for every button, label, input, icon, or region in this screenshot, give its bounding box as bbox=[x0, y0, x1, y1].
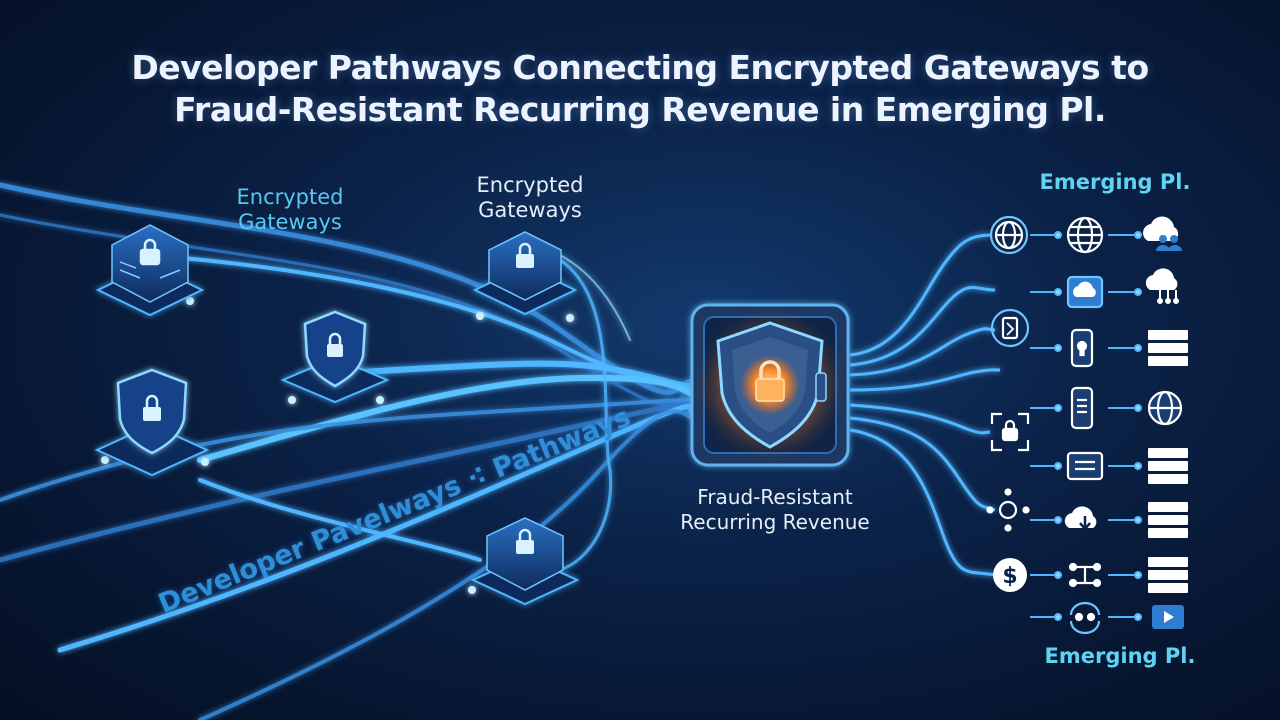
right-col2 bbox=[1064, 216, 1183, 635]
branch-line bbox=[849, 327, 996, 377]
phone-icon bbox=[1070, 386, 1094, 430]
connector-row bbox=[1030, 404, 1142, 412]
server-stack-icon bbox=[1148, 330, 1188, 366]
title-line-1: Developer Pathways Connecting Encrypted … bbox=[131, 48, 1149, 87]
network-icon bbox=[1068, 562, 1102, 588]
pathway-line bbox=[558, 258, 613, 572]
globe-icon bbox=[1147, 390, 1183, 426]
gateway-node-1 bbox=[95, 224, 205, 317]
hub-shield bbox=[690, 303, 850, 467]
branch-line bbox=[849, 368, 1001, 392]
document-icon bbox=[990, 308, 1030, 348]
emerging-label-bottom: Emerging Pl. bbox=[1044, 644, 1196, 668]
gateway-label-left: Encrypted Gateways bbox=[210, 185, 370, 235]
server-stack-icon bbox=[1148, 448, 1188, 484]
glow-dot bbox=[476, 312, 484, 320]
gateway-node-4 bbox=[472, 231, 578, 316]
connector-row bbox=[1030, 231, 1142, 239]
globe-icon bbox=[989, 215, 1029, 255]
gateway-node-3 bbox=[94, 368, 210, 477]
cloud-upload-icon bbox=[1066, 275, 1104, 309]
gateway-node-2 bbox=[280, 310, 390, 404]
connector-row bbox=[1030, 613, 1142, 621]
branch-line bbox=[849, 286, 996, 367]
refresh-network-icon bbox=[1069, 601, 1101, 635]
pathway-line bbox=[198, 409, 702, 720]
phone-lock-icon bbox=[1070, 328, 1094, 368]
right-col1: $ bbox=[986, 215, 1104, 592]
cloud-network-icon bbox=[1145, 268, 1179, 304]
cloud-download-icon bbox=[1064, 506, 1097, 531]
lock-scan-icon bbox=[990, 412, 1030, 452]
server-stack-icon bbox=[1148, 502, 1188, 538]
glow-dot bbox=[201, 458, 209, 466]
glow-dots bbox=[101, 297, 574, 594]
branch-lines bbox=[849, 233, 1001, 577]
gateway-label-right: Encrypted Gateways bbox=[450, 173, 610, 223]
lock-server-icon bbox=[516, 242, 534, 268]
gear-node-icon bbox=[986, 488, 1030, 532]
globe-icon bbox=[1066, 216, 1104, 254]
connector-row bbox=[1030, 288, 1142, 296]
svg-text:$: $ bbox=[1002, 564, 1017, 589]
connector-row bbox=[1030, 344, 1142, 352]
glow-dot bbox=[101, 456, 109, 464]
gateway-node-5 bbox=[470, 517, 580, 606]
connectors bbox=[1030, 231, 1142, 621]
hub-label-line1: Fraud-Resistant bbox=[697, 485, 853, 509]
hub-label-line2: Recurring Revenue bbox=[680, 510, 870, 534]
gateway-label-right-line2: Gateways bbox=[478, 198, 582, 222]
branch-line bbox=[849, 233, 991, 357]
right-col3 bbox=[1143, 216, 1188, 629]
video-icon bbox=[1152, 605, 1184, 629]
pathway-line bbox=[198, 478, 482, 562]
emerging-label-top: Emerging Pl. bbox=[1039, 170, 1191, 194]
branch-line bbox=[849, 416, 996, 512]
dollar-icon: $ bbox=[993, 558, 1027, 592]
connector-row bbox=[1030, 571, 1142, 579]
glow-dot bbox=[376, 396, 384, 404]
branch-line bbox=[849, 428, 996, 577]
glow-dot bbox=[186, 297, 194, 305]
glow-dot bbox=[288, 396, 296, 404]
gateway-label-left-line2: Gateways bbox=[238, 210, 342, 234]
lock-server-icon bbox=[139, 238, 161, 266]
glow-dot bbox=[566, 314, 574, 322]
server-slots bbox=[119, 261, 181, 279]
server-stack-icon bbox=[1148, 557, 1188, 593]
connector-row bbox=[1030, 516, 1142, 524]
connector-row bbox=[1030, 462, 1142, 470]
gateway-label-right-line1: Encrypted bbox=[476, 173, 584, 197]
cloud-users-icon bbox=[1143, 216, 1182, 251]
title-line-2: Fraud-Resistant Recurring Revenue in Eme… bbox=[174, 90, 1106, 129]
gateway-label-left-line1: Encrypted bbox=[236, 185, 344, 209]
hub-label: Fraud-Resistant Recurring Revenue bbox=[660, 485, 890, 535]
chat-card-icon bbox=[1066, 451, 1104, 481]
branch-line bbox=[849, 403, 991, 435]
lock-server-icon bbox=[516, 528, 534, 554]
glow-dot bbox=[468, 586, 476, 594]
